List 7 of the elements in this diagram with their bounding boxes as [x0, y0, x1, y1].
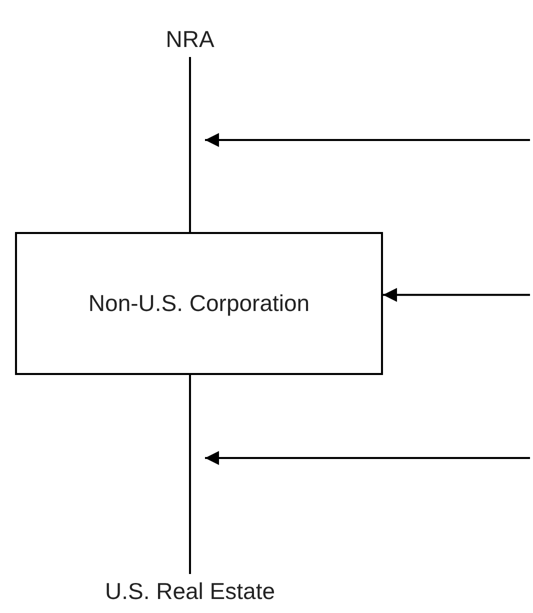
node-label: U.S. Real Estate	[104, 578, 276, 604]
process-box	[15, 232, 383, 375]
connector-line	[189, 375, 191, 574]
node-label: NRA	[166, 26, 214, 52]
node-label: Non-U.S. Corporation	[88, 290, 310, 317]
arrow	[383, 288, 530, 302]
connector-line	[189, 57, 191, 232]
